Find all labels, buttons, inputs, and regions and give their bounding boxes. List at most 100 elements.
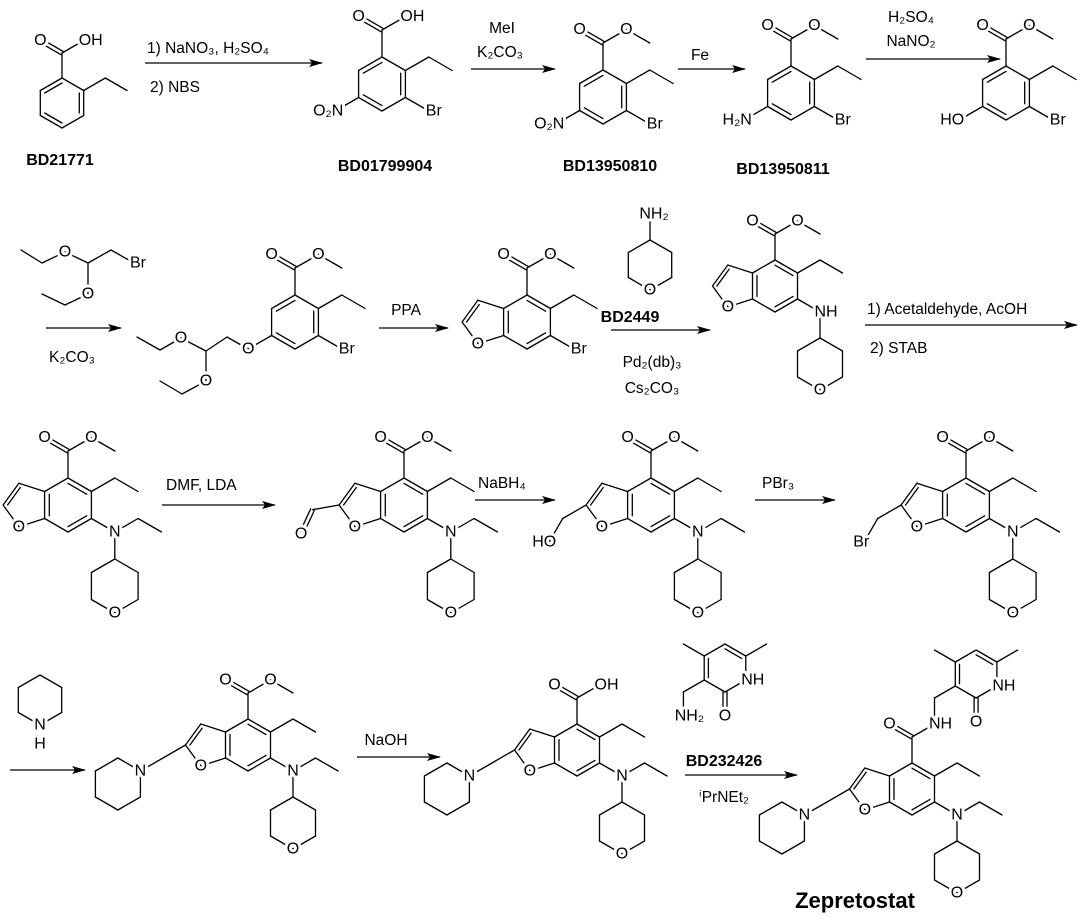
bond (803, 801, 828, 816)
ring-bond (888, 762, 913, 777)
ring-bond (649, 239, 673, 254)
bond (247, 334, 273, 350)
ring-bond (357, 96, 383, 112)
reagent-step5: K₂CO₃ (49, 349, 95, 366)
ring-bond (576, 762, 601, 777)
reagent-step14: ⁱPrNEt₂ (699, 789, 749, 806)
bond (136, 336, 161, 351)
bond (673, 436, 699, 452)
bond (965, 436, 991, 452)
bond (184, 723, 202, 746)
ring-bond (751, 298, 776, 313)
bond (428, 56, 453, 72)
aromatic-bond (650, 482, 671, 495)
aromatic-bond (576, 728, 596, 741)
bond (426, 477, 452, 493)
aromatic-bond (986, 103, 1007, 116)
double-bond (942, 435, 968, 450)
bond (956, 801, 981, 816)
double-bond (503, 252, 529, 267)
atom-label-o: O (1023, 17, 1035, 34)
atom-label-o: O (1007, 605, 1019, 622)
bond (311, 504, 340, 511)
atom-label-o: O (644, 282, 656, 299)
aromatic-bond (911, 798, 931, 811)
bond (598, 723, 623, 738)
ring-bond (965, 477, 991, 493)
aromatic-bond (853, 771, 867, 790)
bond (477, 299, 505, 310)
bond (114, 477, 139, 493)
bond (864, 767, 891, 777)
bond (468, 762, 493, 777)
double-bond (380, 435, 406, 450)
compound-label-bd13950811: BD13950811 (736, 161, 830, 178)
ring-bond (724, 679, 747, 693)
aromatic-bond (724, 648, 743, 660)
compound-label-bd232426: BD232426 (686, 753, 763, 770)
bond (819, 259, 844, 274)
compound-label-bd01799904: BD01799904 (338, 158, 432, 175)
ring-bond (627, 239, 651, 254)
atom-label-br: Br (571, 341, 588, 358)
aromatic-bond (965, 482, 986, 495)
bond (200, 723, 227, 733)
ring-bond (975, 649, 998, 663)
double-bond (980, 26, 1006, 42)
ring-bond (621, 840, 646, 855)
reagent-step7-line2: Cs₂CO₃ (625, 380, 680, 397)
bond (813, 24, 839, 40)
atom-label-o: O (445, 605, 457, 622)
atom-label-n: N (1007, 524, 1019, 541)
ring-bond (446, 762, 471, 777)
reagent-step4-line2: NaNO₂ (886, 33, 935, 50)
bond (90, 477, 116, 493)
bond (294, 253, 320, 269)
ring-bond (911, 801, 936, 816)
atom-label-o: O (621, 429, 633, 446)
ring-bond (426, 598, 452, 614)
atom-label-br: Br (1050, 112, 1067, 129)
aromatic-bond (465, 303, 480, 323)
aromatic-bond (67, 515, 88, 528)
aromatic-bond (247, 754, 267, 767)
bond (826, 788, 851, 803)
ring-bond (269, 835, 294, 850)
ring-bond (774, 259, 799, 274)
bond (673, 517, 699, 533)
atom-label-n: N (616, 768, 628, 785)
ring-bond (379, 477, 405, 493)
bond (796, 259, 821, 274)
atom-label-nh: NH (929, 716, 952, 733)
bond (650, 436, 676, 452)
atom-label-o: O (951, 885, 963, 902)
bond (933, 762, 958, 777)
bond (334, 96, 360, 112)
ring-bond (819, 376, 844, 391)
bond (916, 517, 944, 528)
ring-bond (703, 643, 726, 657)
ring-bond (67, 517, 93, 533)
ring-bond (423, 762, 448, 777)
ring-bond (602, 69, 628, 85)
bond (1052, 65, 1077, 81)
ring-bond (941, 477, 967, 493)
atom-label-o: O (82, 286, 94, 303)
ring-bond (526, 294, 552, 310)
reagent-step1-line1: 1) NaNO₃, H₂SO₄ (147, 40, 269, 57)
bond (450, 477, 475, 493)
atom-label-nh: NH (814, 304, 837, 321)
ring-bond (673, 558, 699, 574)
bond (911, 723, 936, 738)
atom-label-n: N (34, 717, 46, 734)
atom-label-o: O (911, 518, 923, 535)
bond (450, 517, 475, 533)
ring-bond (598, 840, 623, 855)
bond (354, 517, 382, 528)
bond (90, 517, 116, 533)
ring-bond (758, 840, 783, 855)
aromatic-bond (362, 94, 383, 107)
bond (549, 334, 575, 350)
ring-bond (602, 109, 628, 125)
